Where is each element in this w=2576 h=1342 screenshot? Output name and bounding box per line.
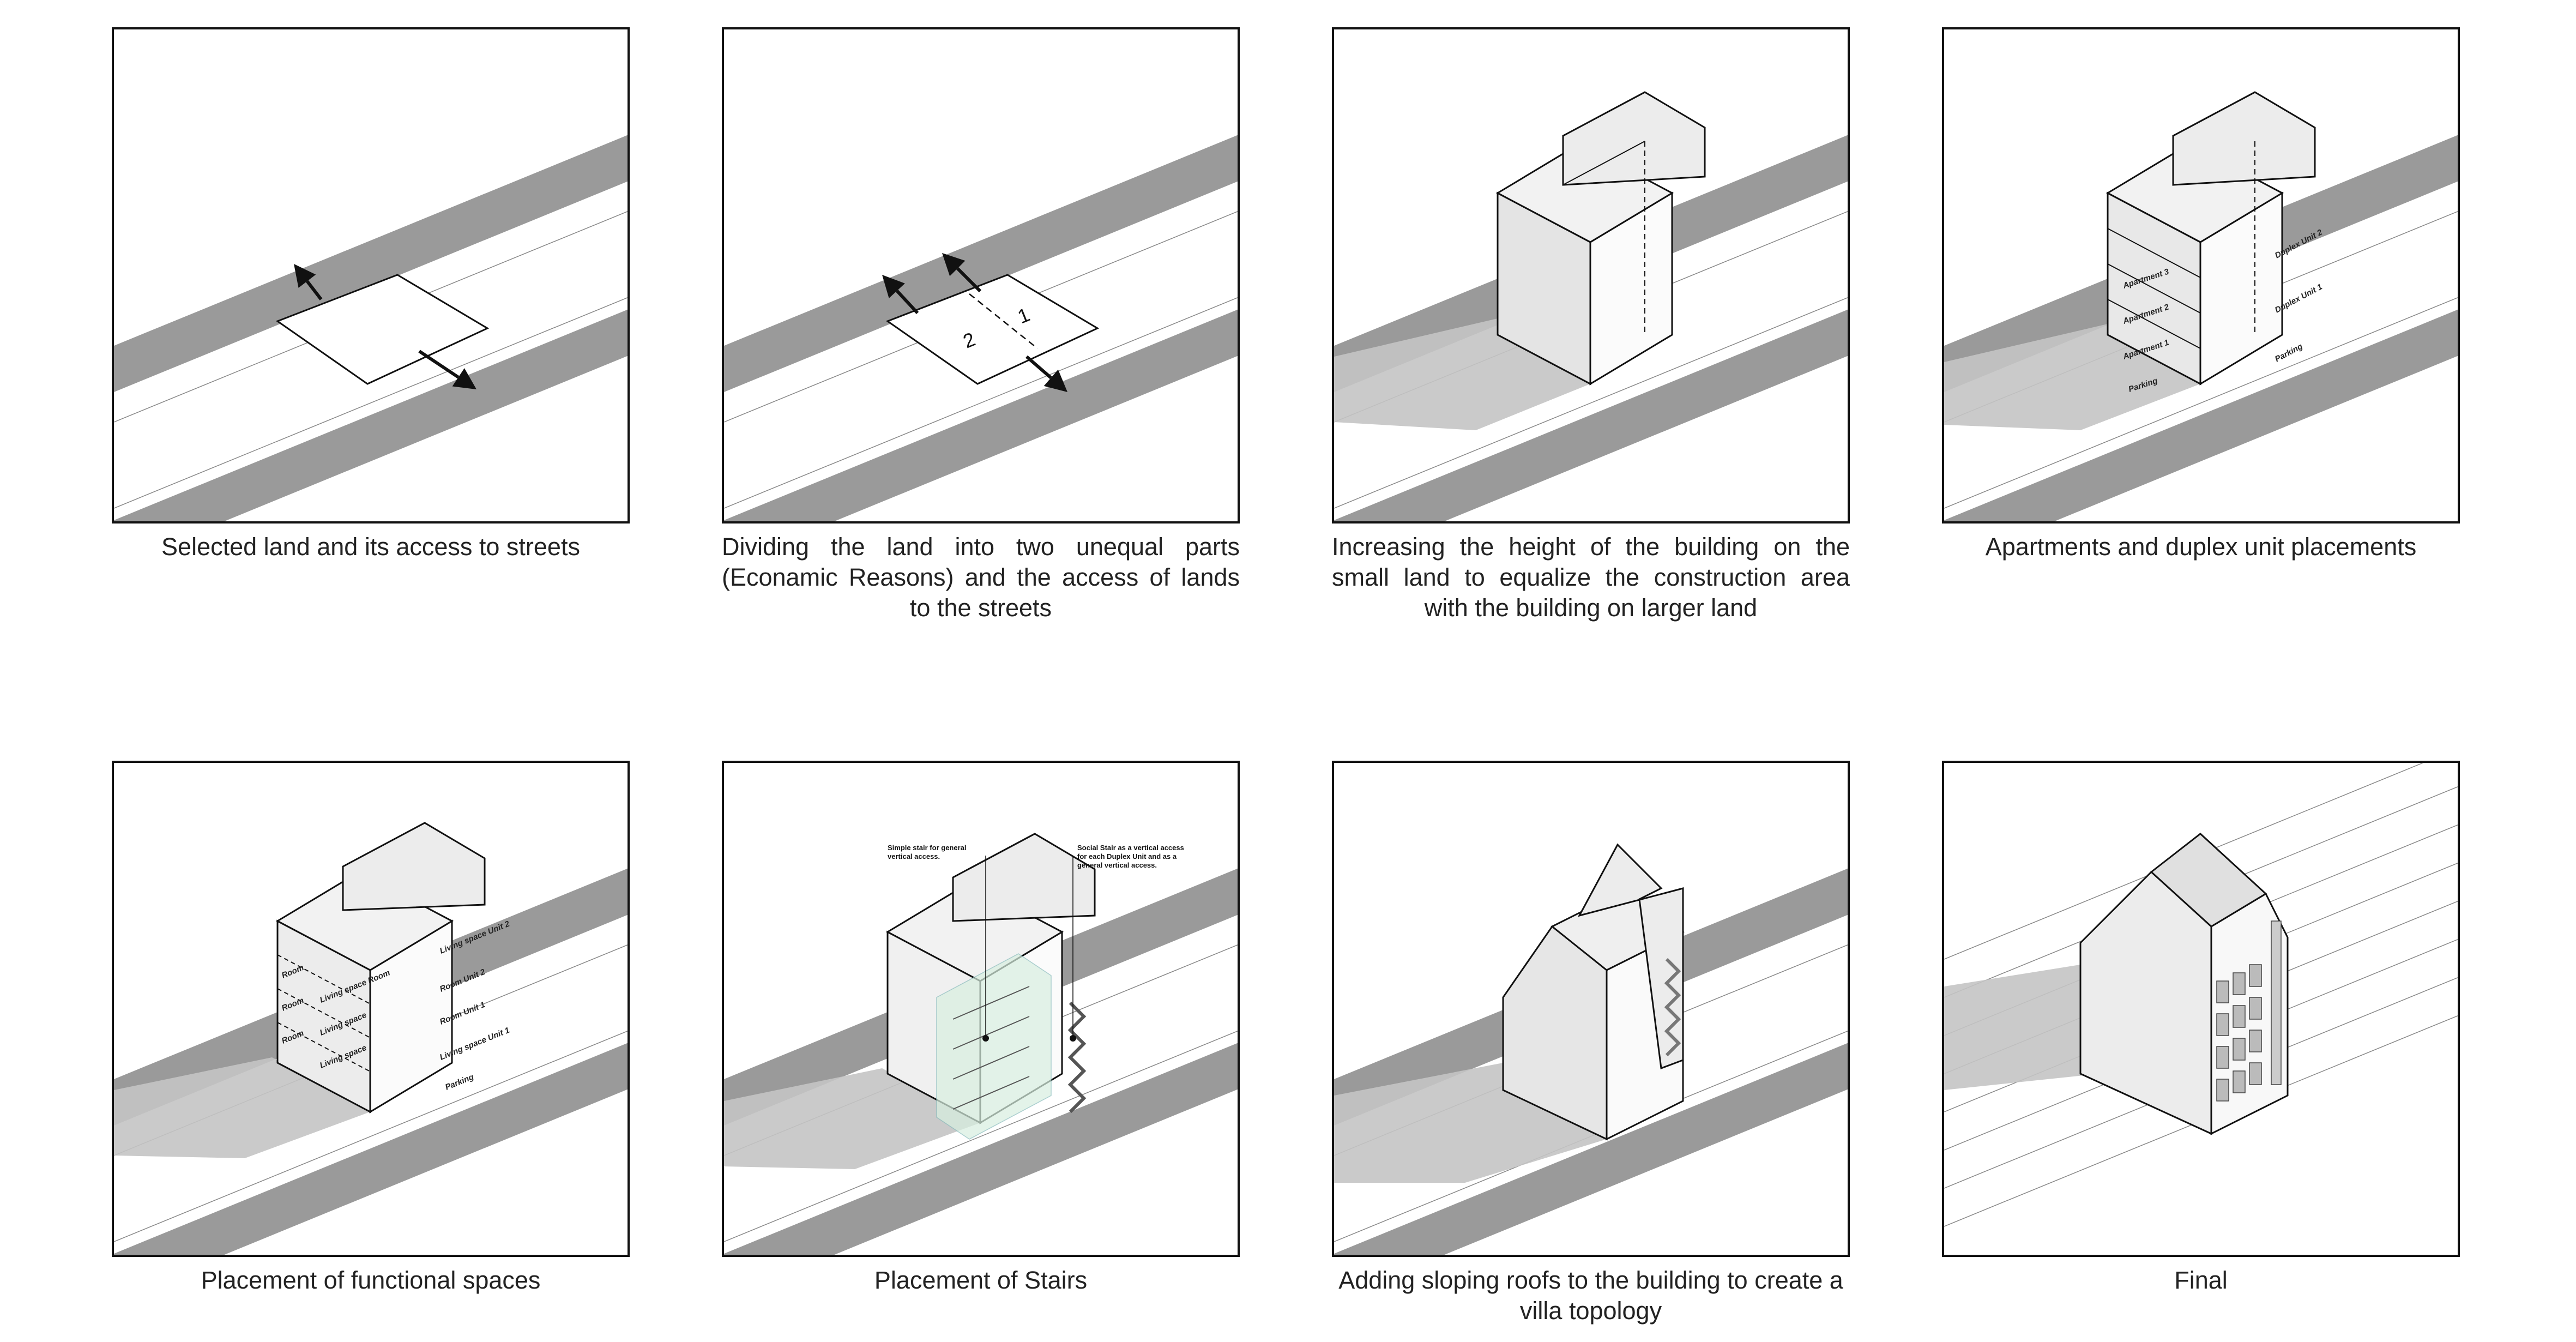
access-arrow-north-1-head: [942, 253, 966, 276]
raised-volume: [2172, 91, 2316, 186]
floor-line: [2107, 299, 2201, 349]
stair-flight: [952, 1046, 1030, 1080]
sidewalk-line: [114, 1031, 628, 1242]
stair-flight: [952, 986, 1030, 1020]
roof-slab: [1495, 143, 1674, 243]
panel-6-caption: Placement of Stairs: [874, 1266, 1088, 1294]
access-arrow-north-head: [294, 264, 316, 288]
sidewalk-line: [114, 297, 628, 509]
facade-window: [2233, 1005, 2246, 1028]
floor-line: [277, 1022, 371, 1072]
final-left-gable: [2079, 870, 2212, 1135]
access-arrow-south-shaft: [418, 350, 460, 379]
building-shadow: [724, 1068, 980, 1169]
social-stair: [1664, 958, 1681, 1057]
access-arrow-north-2-head: [882, 275, 905, 298]
access-arrow-south-shaft: [1025, 355, 1052, 380]
facade-window: [2233, 1038, 2246, 1061]
access-arrow-south-head: [1043, 369, 1067, 392]
stair-flight: [952, 1076, 1030, 1110]
street-lower: [1334, 1043, 1848, 1255]
panel-5-caption: Placement of functional spaces: [201, 1266, 541, 1294]
panel-2-caption: Dividing the land into two unequal parts…: [722, 533, 1240, 622]
panel-3-caption: Increasing the height of the building on…: [1332, 533, 1850, 622]
sidewalk-line: [724, 1031, 1238, 1242]
label-parking-right: Parking: [2273, 342, 2304, 364]
panel-frame: [1942, 761, 2460, 1257]
roof-slab: [275, 871, 454, 971]
rear-gable: [1578, 843, 1684, 1070]
raised-volume: [342, 822, 486, 911]
panel-2-drawing: 21: [724, 135, 1238, 521]
annotation-right-line: general vertical access.: [1077, 861, 1157, 869]
panel-frame: [1332, 27, 1850, 523]
access-arrow-north-1-shaft: [956, 267, 982, 293]
street-lower: [114, 1043, 628, 1255]
access-arrow-north-2-shaft: [896, 290, 919, 315]
parcel-divider: [969, 293, 1038, 349]
annotation-right-line: for each Duplex Unit and as a: [1077, 852, 1177, 860]
street-lower: [114, 309, 628, 521]
panel-1-drawing: [114, 135, 628, 521]
facade-window: [2249, 997, 2262, 1020]
panel-4-caption: Apartments and duplex unit placements: [1985, 533, 2417, 561]
roof-edge: [1563, 141, 1645, 185]
panel-8-caption: Final: [2174, 1266, 2228, 1294]
street-upper: [724, 135, 1238, 392]
floor-line: [277, 988, 371, 1038]
raised-volume: [1562, 91, 1706, 186]
facade-strip-window: [2271, 920, 2282, 1085]
access-arrow-south-head: [452, 368, 476, 389]
raised-volume: [952, 833, 1096, 922]
street-lower: [724, 1043, 1238, 1255]
street-lower: [1944, 309, 2458, 521]
panel-7-drawing: [1334, 843, 1848, 1255]
facade-window: [2216, 980, 2229, 1003]
facade-window: [2216, 1013, 2229, 1036]
street-upper: [114, 135, 628, 392]
panel-frame: [1332, 761, 1850, 1257]
sidewalk-line: [1944, 297, 2458, 509]
stair-volume: [936, 953, 1052, 1140]
panel-1-caption: Selected land and its access to streets: [161, 533, 580, 561]
facade-window: [2249, 964, 2262, 987]
stair-flight: [952, 1016, 1030, 1050]
roof-slab: [2106, 143, 2284, 243]
annotation-left-line: vertical access.: [888, 852, 940, 860]
floor-line: [277, 954, 371, 1004]
panel-7-caption: Adding sloping roofs to the building to …: [1338, 1266, 1843, 1325]
annotation-left-line: Simple stair for general: [888, 844, 967, 852]
sidewalk-line: [724, 297, 1238, 509]
floor-line: [2107, 263, 2201, 314]
street-lower: [1334, 309, 1848, 521]
social-stair: [1067, 1001, 1087, 1114]
facade-window: [2233, 972, 2246, 995]
land-parcel: [885, 274, 1100, 385]
facade-window: [2216, 1046, 2229, 1069]
facade-window: [2249, 1062, 2262, 1085]
street-lower: [724, 309, 1238, 521]
facade-window: [2233, 1070, 2246, 1093]
access-arrow-north-shaft: [306, 280, 323, 300]
panel-frame: [112, 27, 630, 523]
final-roof: [2150, 833, 2267, 928]
floor-line: [2107, 228, 2201, 278]
annotation-right-line: Social Stair as a vertical access: [1077, 844, 1184, 852]
facade-window: [2249, 1030, 2262, 1052]
label-parking: Parking: [444, 1072, 475, 1092]
facade-window: [2216, 1079, 2229, 1102]
land-parcel: [275, 274, 490, 385]
panel-3-drawing: [1334, 91, 1848, 521]
sidewalk-line: [1334, 297, 1848, 509]
panel-8-drawing: [1944, 763, 2458, 1227]
building-shadow: [114, 1057, 370, 1158]
